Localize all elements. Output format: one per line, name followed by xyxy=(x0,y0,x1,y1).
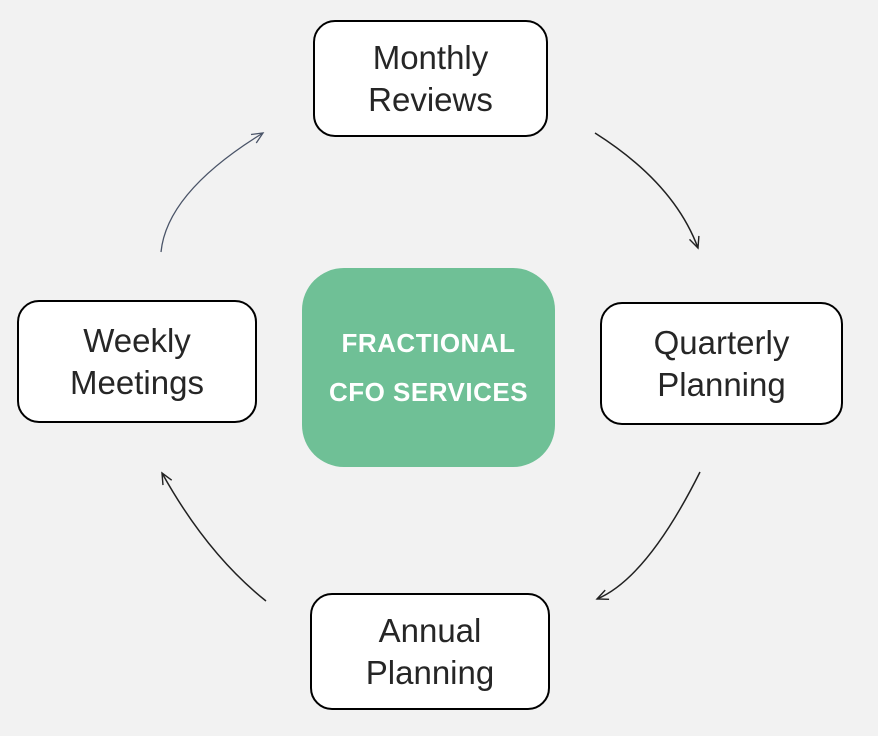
node-monthly-reviews: Monthly Reviews xyxy=(313,20,548,137)
node-label-line: Annual xyxy=(378,611,482,649)
node-label-line: Weekly xyxy=(83,321,191,359)
center-fractional-cfo-services: FRACTIONAL CFO SERVICES xyxy=(302,268,555,467)
arrow-annual-to-weekly xyxy=(161,471,267,602)
node-quarterly-planning: Quarterly Planning xyxy=(600,302,843,425)
center-label-line: CFO SERVICES xyxy=(328,376,529,407)
node-label-line: Planning xyxy=(657,365,786,403)
center-label-line: FRACTIONAL xyxy=(341,328,516,359)
node-label-line: Quarterly xyxy=(653,323,790,361)
arrow-quarterly-to-annual xyxy=(595,471,701,601)
node-label-line: Reviews xyxy=(368,80,493,118)
arrow-monthly-to-quarterly xyxy=(594,132,700,250)
node-label-line: Planning xyxy=(365,653,495,691)
node-annual-planning: Annual Planning xyxy=(310,593,550,710)
node-label-line: Monthly xyxy=(372,38,489,76)
node-weekly-meetings: Weekly Meetings xyxy=(17,300,257,423)
node-label-line: Meetings xyxy=(70,363,204,401)
arrow-weekly-to-monthly xyxy=(160,132,265,253)
